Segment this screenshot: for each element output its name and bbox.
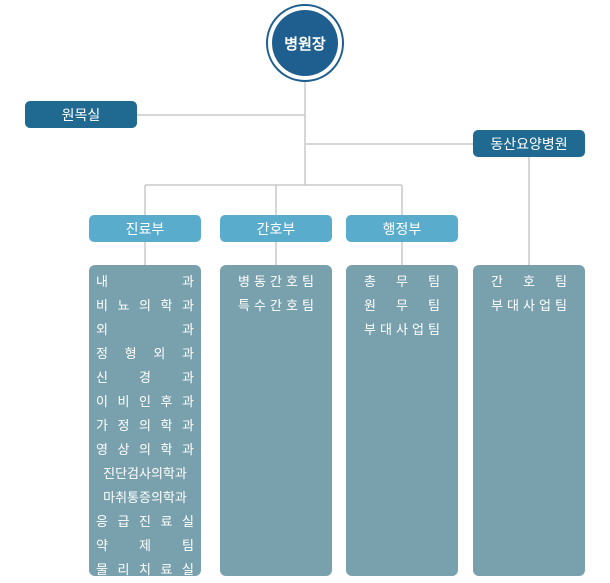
admin-department-tag: 행정부 (346, 215, 458, 242)
nursing-department-tag: 간호부 (220, 215, 332, 242)
root-label: 병원장 (272, 10, 338, 76)
dongsan-hospital-tag: 동산요양병원 (473, 130, 585, 157)
root-node: 병원장 (266, 4, 344, 82)
list-item: 마취통증의학과 (103, 491, 187, 506)
chaplain-office-tag: 원목실 (25, 101, 137, 128)
list-item: 진단검사의학과 (103, 467, 187, 482)
medical-department-tag: 진료부 (89, 215, 201, 242)
